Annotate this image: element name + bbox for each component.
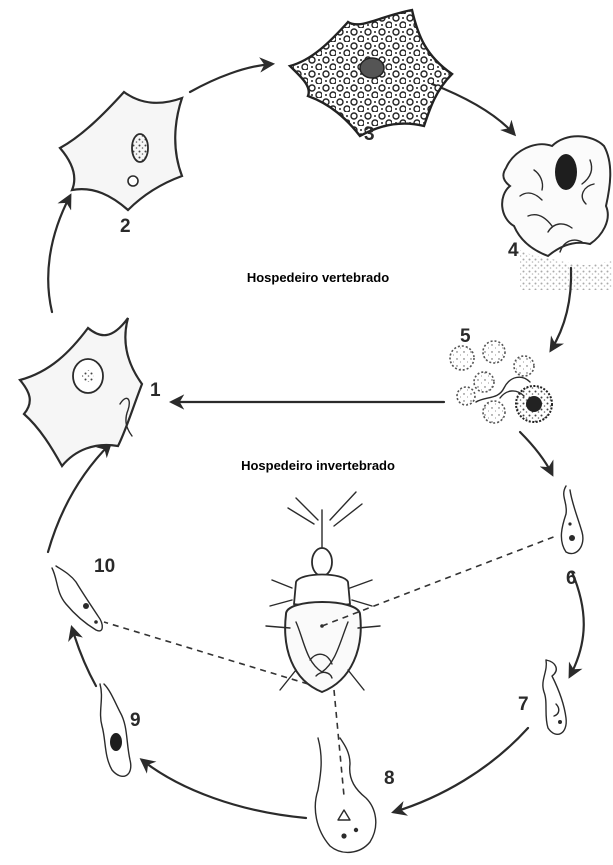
stage-3-cell — [290, 10, 452, 136]
connector-bug-to-6 — [322, 536, 556, 626]
stage-number-1: 1 — [150, 380, 161, 401]
stage-number-6: 6 — [566, 568, 577, 589]
arrow-8-to-9 — [142, 760, 306, 818]
arrow-10-to-1 — [48, 444, 110, 552]
arrow-2-to-3 — [190, 64, 272, 92]
invertebrate-host-label: Hospedeiro invertebrado — [241, 458, 395, 473]
connector-bug-to-10 — [104, 622, 308, 684]
triatomine-bug-icon — [266, 492, 380, 692]
stage-4-cell — [502, 136, 612, 290]
arrow-3-to-4 — [432, 84, 514, 134]
vertebrate-host-label: Hospedeiro vertebrado — [247, 270, 389, 285]
stage-6-parasite — [561, 486, 583, 554]
stage-number-5: 5 — [460, 326, 471, 347]
stage-9-parasite — [100, 684, 131, 776]
stage-number-9: 9 — [130, 710, 141, 731]
stage-number-7: 7 — [518, 694, 529, 715]
stage-number-8: 8 — [384, 768, 395, 789]
arrow-5-to-6 — [520, 432, 552, 474]
arrow-9-to-10 — [72, 628, 96, 686]
stage-1-cell — [20, 318, 142, 466]
stage-number-3: 3 — [364, 124, 375, 145]
arrow-7-to-8 — [394, 728, 528, 812]
arrow-1-to-2 — [48, 196, 70, 312]
stage-number-10: 10 — [94, 556, 115, 577]
stage-number-2: 2 — [120, 216, 131, 237]
stage-5-blood — [450, 341, 552, 423]
stage-7-parasite — [543, 660, 566, 734]
stage-8-parasite — [315, 738, 375, 852]
stage-number-4: 4 — [508, 240, 519, 261]
stage-2-cell — [60, 92, 182, 210]
